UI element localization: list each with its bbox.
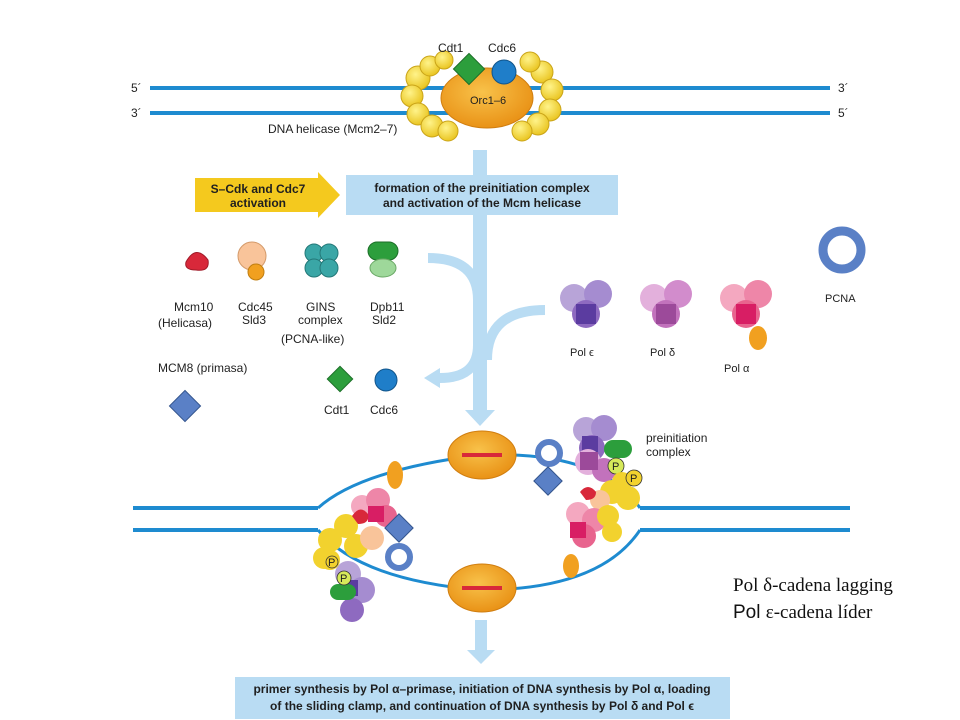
cdc45-label: Cdc45 <box>238 300 273 314</box>
sld2-shape <box>369 258 397 278</box>
pol-alpha-shape <box>720 280 772 350</box>
gins-label-3: (PCNA-like) <box>281 332 344 346</box>
pcna-right-fork <box>535 439 563 467</box>
mcm8-left-fork <box>384 513 414 543</box>
activation-step: S–Cdk and Cdc7 activation formation of t… <box>195 172 618 218</box>
right-p-label-1: P <box>612 461 619 473</box>
cdc6-circle <box>491 59 517 85</box>
licensed-origin: Cdt1 Cdc6 Orc1–6 5´ 3´ 3´ 5´ DNA helicas… <box>131 41 849 142</box>
cdc6-label: Cdc6 <box>488 41 516 55</box>
mcm8-right-fork <box>533 466 563 496</box>
mcm8-label: MCM8 (primasa) <box>158 361 247 375</box>
bottom-step: primer synthesis by Pol α–primase, initi… <box>235 677 730 719</box>
orc1-6-complex <box>440 67 534 129</box>
right-p-label-2: P <box>630 473 637 485</box>
left-p-label-1: P <box>328 557 335 569</box>
helicase-label: DNA helicase (Mcm2–7) <box>268 122 397 136</box>
pcna-left-fork <box>385 543 413 571</box>
dpb11-shape <box>367 241 399 261</box>
five-prime-left: 5´ <box>131 81 142 95</box>
orc-label: Orc1–6 <box>470 95 506 107</box>
sld3-label: Sld3 <box>242 313 266 327</box>
preinitiation-box-line-1: formation of the preinitiation complex <box>374 181 590 195</box>
pcna-label: PCNA <box>825 293 856 305</box>
mcm2-7-helicase <box>400 50 564 142</box>
five-prime-right: 5´ <box>838 106 849 120</box>
pol-delta-shape <box>640 280 692 328</box>
legend-lagging: Pol δ-cadena lagging <box>733 575 893 596</box>
cdt1-diamond <box>452 52 486 86</box>
preinitiation-label-1: preinitiation <box>646 431 707 445</box>
activation-arrow <box>195 172 340 218</box>
replication-bubble: P P P P preinitiation complex <box>133 415 850 622</box>
released-cdt1-diamond <box>326 365 354 393</box>
released-cdc6-circle <box>374 368 398 392</box>
cdt1-label: Cdt1 <box>438 41 464 55</box>
factors: Mcm10 (Helicasa) Cdc45 Sld3 GINS complex… <box>158 226 866 423</box>
pol-alpha-label: Pol α <box>724 363 750 375</box>
helicasa-label: (Helicasa) <box>158 316 212 330</box>
gins-shape <box>304 243 339 278</box>
activation-text-1: S–Cdk and Cdc7 <box>211 182 306 196</box>
pol-epsilon-shape <box>560 280 612 328</box>
preinitiation-box <box>346 175 618 215</box>
three-prime-left: 3´ <box>131 106 142 120</box>
legend-leading: Pol ε-cadena líder <box>733 602 873 623</box>
gins-label-2: complex <box>298 313 343 327</box>
left-fork-complex: P P <box>313 461 403 622</box>
dpb11-label: Dpb11 <box>370 300 405 314</box>
legend: Pol δ-cadena lagging Pol ε-cadena líder <box>733 575 893 623</box>
sld2-label: Sld2 <box>372 313 396 327</box>
pcna-ring <box>818 226 866 274</box>
released-cdt1-label: Cdt1 <box>324 403 350 417</box>
right-fork-complex: P P <box>563 415 643 578</box>
preinitiation-label-2: complex <box>646 445 691 459</box>
released-cdc6-label: Cdc6 <box>370 403 398 417</box>
activation-text-2: activation <box>230 196 286 210</box>
left-p-label-2: P <box>340 573 347 585</box>
sld3-shape <box>247 263 265 281</box>
bottom-box <box>235 677 730 719</box>
gins-label-1: GINS <box>306 300 335 314</box>
pol-epsilon-label: Pol ϵ <box>570 347 594 359</box>
three-prime-right: 3´ <box>838 81 849 95</box>
mcm10-shape <box>185 252 209 271</box>
preinitiation-box-line-2: and activation of the Mcm helicase <box>383 196 581 210</box>
pol-delta-label: Pol δ <box>650 347 675 359</box>
bottom-box-line-2: of the sliding clamp, and continuation o… <box>270 699 694 713</box>
bottom-box-line-1: primer synthesis by Pol α–primase, initi… <box>253 682 710 696</box>
pathway-arrows <box>424 150 546 664</box>
mcm8-diamond <box>168 389 202 423</box>
mcm10-label: Mcm10 <box>174 300 214 314</box>
